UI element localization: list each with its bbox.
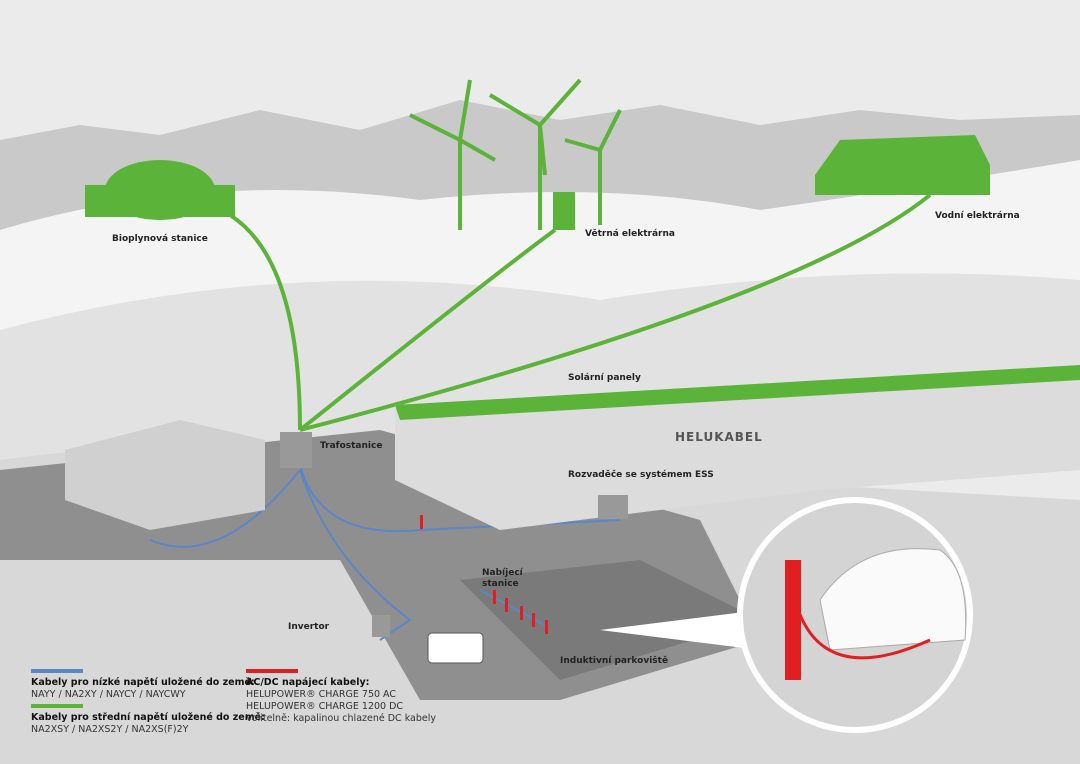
wind-turbines [409, 78, 622, 230]
low-voltage-swatch [31, 669, 83, 673]
label-transformer: Trafostanice [320, 441, 383, 451]
brand-sign: HELUKABEL [675, 430, 763, 444]
acdc-line-2: HELUPOWER® CHARGE 1200 DC [246, 701, 404, 712]
label-inverter: Invertor [288, 622, 330, 632]
transformer-station [280, 432, 312, 468]
low-voltage-cables [149, 464, 621, 641]
label-hydro: Vodní elektrárna [935, 211, 1020, 221]
legend-acdc: AC/DC napájecí kabely: HELUPOWER® CHARGE… [246, 669, 436, 725]
label-charging: Nabíjecí stanice [482, 568, 523, 589]
medium-voltage-title: Kabely pro střední napětí uložené do zem… [31, 712, 265, 723]
factory [395, 365, 1080, 530]
medium-voltage-swatch [31, 704, 83, 708]
acdc-line-3: Volitelně: kapalinou chlazené DC kabely [246, 713, 436, 724]
ev-charging-closeup [737, 497, 973, 733]
charging-posts [420, 515, 548, 634]
low-voltage-types: NAYY / NA2XY / NAYCY / NAYCWY [31, 689, 186, 700]
bus [427, 632, 484, 664]
hydro-plant [815, 135, 990, 195]
inverter [372, 615, 390, 637]
legend-low-voltage: Kabely pro nízké napětí uložené do země:… [31, 669, 255, 701]
label-solar: Solární panely [568, 373, 641, 383]
switchgear [598, 495, 628, 519]
acdc-swatch [246, 669, 298, 673]
biogas-plant [85, 160, 235, 220]
acdc-title: AC/DC napájecí kabely: [246, 677, 370, 688]
legend-medium-voltage: Kabely pro střední napětí uložené do zem… [31, 704, 265, 736]
parking-lot [460, 560, 760, 680]
medium-voltage-cables [228, 193, 932, 432]
label-wind: Větrná elektrárna [585, 229, 675, 239]
label-inductive: Induktivní parkoviště [560, 656, 669, 666]
medium-voltage-types: NA2XSY / NA2XS2Y / NA2XS(F)2Y [31, 724, 189, 735]
office-building [65, 420, 265, 530]
label-biogas: Bioplynová stanice [112, 234, 208, 244]
low-voltage-title: Kabely pro nízké napětí uložené do země: [31, 677, 255, 688]
acdc-line-1: HELUPOWER® CHARGE 750 AC [246, 689, 397, 700]
label-switchgear: Rozvaděče se systémem ESS [568, 470, 714, 480]
